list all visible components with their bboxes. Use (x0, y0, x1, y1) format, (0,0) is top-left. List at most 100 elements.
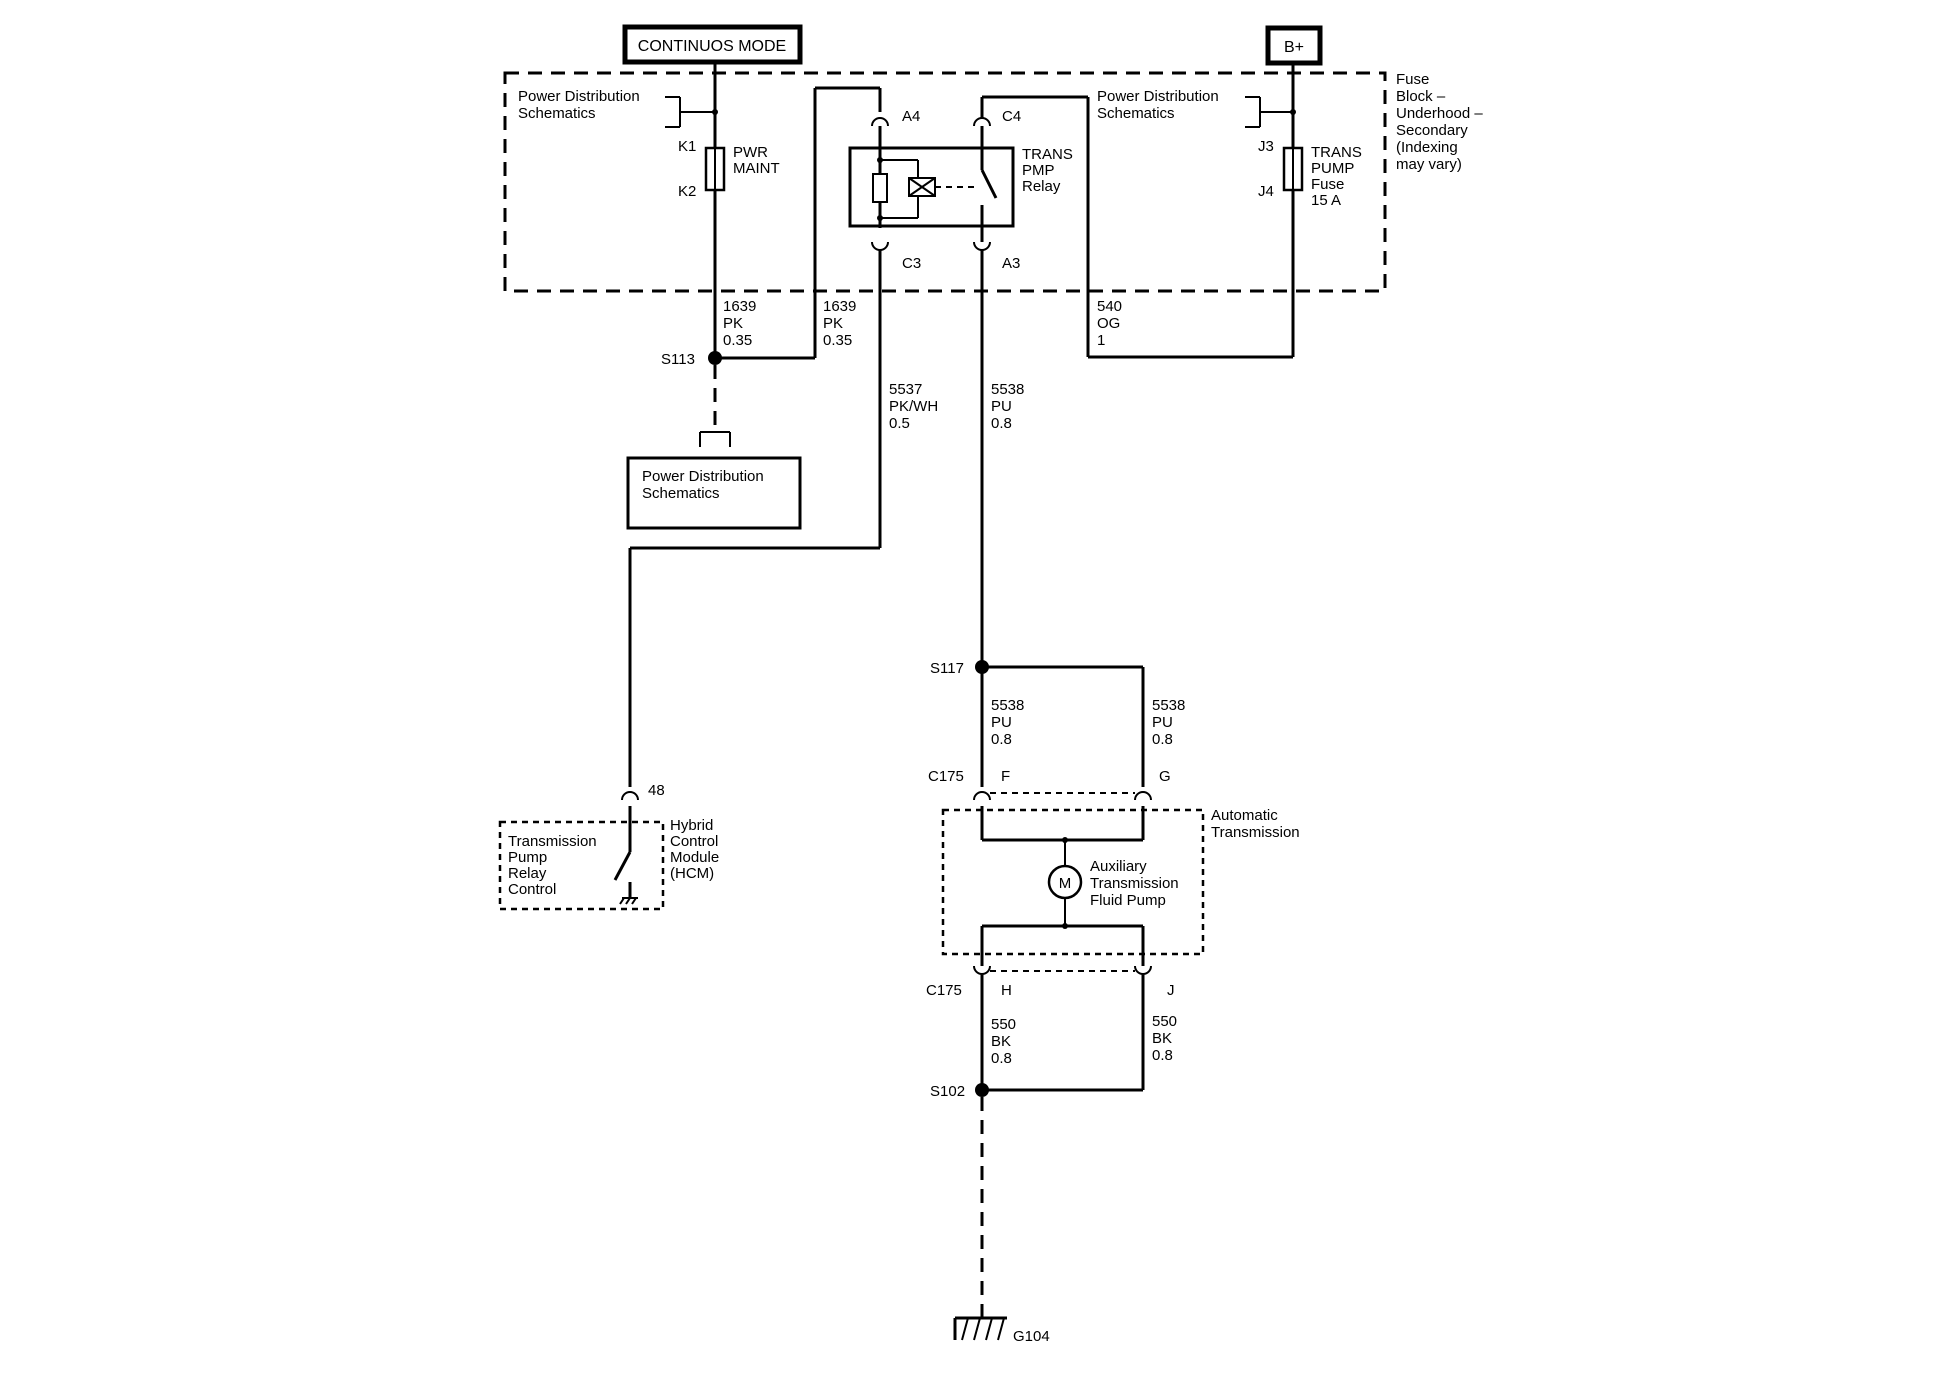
power-distribution-schematics-box[interactable]: Power Distribution Schematics (626, 456, 802, 530)
svg-text:TRANS: TRANS (1022, 146, 1073, 163)
svg-text:Power Distribution: Power Distribution (518, 88, 640, 105)
hybrid-control-module: Transmission Pump Relay Control Hybrid C… (498, 806, 719, 911)
svg-text:C4: C4 (1002, 108, 1021, 125)
svg-text:0.8: 0.8 (1152, 1047, 1173, 1064)
pds-reference-bracket (699, 431, 731, 447)
svg-text:Relay: Relay (1022, 178, 1061, 195)
svg-text:PUMP: PUMP (1311, 160, 1354, 177)
svg-text:Relay: Relay (508, 865, 547, 882)
wire-550-right-label: 550 BK 0.8 (1152, 1013, 1177, 1064)
svg-text:C175: C175 (926, 982, 962, 999)
svg-text:may vary): may vary) (1396, 156, 1462, 173)
svg-text:Power Distribution: Power Distribution (642, 468, 764, 485)
svg-text:550: 550 (991, 1016, 1016, 1033)
wire-5538-label: 5538 PU 0.8 (991, 381, 1024, 432)
svg-text:S117: S117 (930, 660, 964, 677)
wire-540-label: 540 OG 1 (1097, 298, 1122, 349)
svg-text:(Indexing: (Indexing (1396, 139, 1458, 156)
svg-text:Schematics: Schematics (642, 485, 720, 502)
svg-text:5537: 5537 (889, 381, 922, 398)
svg-text:0.8: 0.8 (1152, 731, 1173, 748)
ground-g104-icon: G104 (953, 1316, 1050, 1345)
svg-text:PK: PK (723, 315, 743, 332)
svg-text:5538: 5538 (991, 381, 1024, 398)
pwr-maint-branch: Power Distribution Schematics K1 K2 PWR … (518, 62, 780, 358)
wire-550-left-label: 550 BK 0.8 (991, 1016, 1016, 1067)
splice-s117: S117 (930, 660, 989, 677)
svg-text:0.35: 0.35 (823, 332, 852, 349)
wire-1639-right-label: 1639 PK 0.35 (823, 298, 856, 349)
svg-text:PWR: PWR (733, 144, 768, 161)
svg-text:A3: A3 (1002, 255, 1020, 272)
svg-text:550: 550 (1152, 1013, 1177, 1030)
fuse-block-label: Fuse Block – Underhood – Secondary (Inde… (1396, 71, 1483, 173)
svg-text:OG: OG (1097, 315, 1120, 332)
continuous-mode-label: CONTINUOS MODE (638, 38, 786, 55)
b-plus-source: B+ (1265, 25, 1323, 66)
svg-text:M: M (1059, 875, 1072, 892)
svg-text:540: 540 (1097, 298, 1122, 315)
svg-text:F: F (1001, 768, 1010, 785)
svg-text:A4: A4 (902, 108, 920, 125)
svg-text:Fuse: Fuse (1396, 71, 1429, 88)
svg-text:C175: C175 (928, 768, 964, 785)
splice-s102: S102 (930, 1083, 989, 1100)
svg-text:Schematics: Schematics (1097, 105, 1175, 122)
connector-c175-bottom: C175 H J (926, 965, 1175, 999)
svg-text:0.8: 0.8 (991, 731, 1012, 748)
svg-text:H: H (1001, 982, 1012, 999)
svg-text:Auxiliary: Auxiliary (1090, 858, 1147, 875)
svg-text:Automatic: Automatic (1211, 807, 1278, 824)
svg-text:Fluid Pump: Fluid Pump (1090, 892, 1166, 909)
svg-text:0.8: 0.8 (991, 1050, 1012, 1067)
splice-s113: S113 (661, 351, 722, 368)
svg-text:PK/WH: PK/WH (889, 398, 938, 415)
trans-pmp-relay: TRANS PMP Relay A4 C4 C3 A3 (848, 108, 1073, 272)
svg-text:Power Distribution: Power Distribution (1097, 88, 1219, 105)
wire-5537-label: 5537 PK/WH 0.5 (889, 381, 938, 432)
svg-text:BK: BK (1152, 1030, 1172, 1047)
svg-text:Underhood –: Underhood – (1396, 105, 1483, 122)
svg-text:G104: G104 (1013, 1328, 1050, 1345)
svg-text:K1: K1 (678, 138, 696, 155)
connector-c175-top: C175 F G (928, 768, 1171, 801)
svg-text:Fuse: Fuse (1311, 176, 1344, 193)
automatic-transmission: Automatic Transmission M Auxiliary Trans… (941, 806, 1300, 966)
svg-text:PU: PU (1152, 714, 1173, 731)
svg-text:G: G (1159, 768, 1171, 785)
svg-text:Schematics: Schematics (518, 105, 596, 122)
svg-text:Transmission: Transmission (508, 833, 597, 850)
continuous-mode-source: CONTINUOS MODE (622, 24, 803, 65)
wire-1639-left-label: 1639 PK 0.35 (723, 298, 756, 349)
svg-text:Control: Control (670, 833, 718, 850)
svg-text:5538: 5538 (1152, 697, 1185, 714)
svg-text:K2: K2 (678, 183, 696, 200)
svg-text:1639: 1639 (723, 298, 756, 315)
svg-text:MAINT: MAINT (733, 160, 780, 177)
svg-text:PK: PK (823, 315, 843, 332)
svg-text:(HCM): (HCM) (670, 865, 714, 882)
svg-text:0.5: 0.5 (889, 415, 910, 432)
svg-text:J: J (1167, 982, 1175, 999)
trans-pump-fuse-branch: Power Distribution Schematics J3 J4 TRAN… (1097, 63, 1362, 209)
svg-text:C3: C3 (902, 255, 921, 272)
svg-text:Hybrid: Hybrid (670, 817, 713, 834)
wire-5538-left-label: 5538 PU 0.8 (991, 697, 1024, 748)
b-plus-label: B+ (1284, 39, 1304, 56)
svg-text:TRANS: TRANS (1311, 144, 1362, 161)
svg-text:J4: J4 (1258, 183, 1274, 200)
svg-text:0.8: 0.8 (991, 415, 1012, 432)
svg-text:15 A: 15 A (1311, 192, 1341, 209)
svg-text:Module: Module (670, 849, 719, 866)
svg-text:PU: PU (991, 714, 1012, 731)
svg-text:5538: 5538 (991, 697, 1024, 714)
svg-text:1639: 1639 (823, 298, 856, 315)
svg-text:Pump: Pump (508, 849, 547, 866)
svg-text:Block –: Block – (1396, 88, 1446, 105)
svg-text:Secondary: Secondary (1396, 122, 1468, 139)
svg-text:S102: S102 (930, 1083, 965, 1100)
fuse-block-border (503, 71, 1387, 293)
svg-text:PMP: PMP (1022, 162, 1055, 179)
svg-text:PU: PU (991, 398, 1012, 415)
